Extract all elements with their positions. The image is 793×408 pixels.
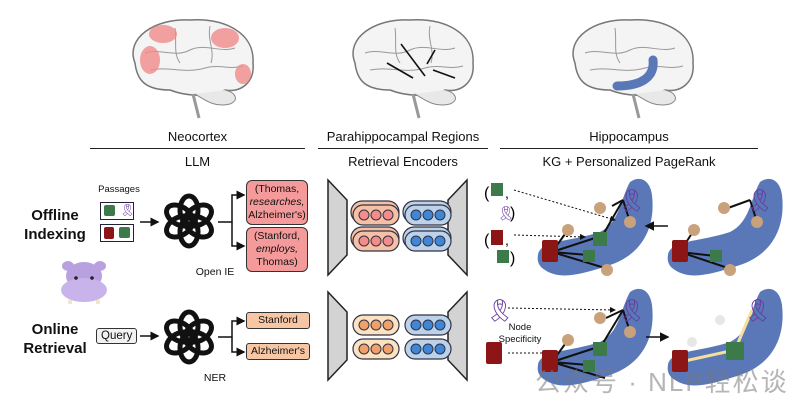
person-icon: [715, 315, 725, 325]
open-ie-label: Open IE: [195, 266, 235, 278]
person-icon: [583, 250, 595, 262]
retrieval-encoders: [327, 178, 468, 382]
svg-text:,: ,: [505, 185, 509, 201]
hippocampus-brain-image: [572, 19, 694, 119]
ner-label: NER: [203, 372, 227, 384]
person-icon: [562, 334, 574, 346]
parahippocampal-header: Parahippocampal Regions: [326, 129, 480, 144]
stanford-icon: [104, 227, 114, 239]
ribbon-icon: 🎗: [618, 188, 646, 213]
svg-text:(: (: [484, 232, 490, 249]
person-icon: [601, 264, 613, 276]
person-icon: [119, 227, 130, 238]
hippocampus-header: Hippocampus: [589, 129, 669, 144]
triple-2-object: Thomas): [256, 256, 298, 268]
parahippocampal-divider: [318, 148, 488, 149]
watermark: 公众号 · NLP轻松谈: [535, 367, 789, 397]
stanford-icon: [672, 350, 688, 372]
stanford-icon: [672, 240, 688, 262]
offline-label-line2: Indexing: [24, 226, 86, 243]
person-icon: [593, 342, 607, 356]
kg-ppr-header: KG + Personalized PageRank: [542, 154, 716, 169]
person-icon: [593, 232, 607, 246]
svg-text:): ): [510, 205, 515, 222]
query-box: Query: [96, 328, 138, 344]
triple-1: (Thomas, researches, Alzheimer's): [246, 180, 308, 225]
person-icon: [491, 183, 503, 196]
ribbon-icon: 🎗: [618, 298, 646, 323]
person-icon: [104, 205, 115, 216]
passage-2: [100, 224, 134, 242]
triple-1-object: Alzheimer's): [248, 209, 306, 221]
triple-1-subject: (Thomas,: [254, 183, 300, 195]
person-icon: [726, 342, 744, 360]
online-label-line2: Retrieval: [23, 340, 87, 357]
parahippocampal-brain-image: [352, 19, 474, 119]
person-icon: [562, 224, 574, 236]
ribbon-icon: 🎗: [120, 203, 136, 217]
svg-text:(: (: [484, 185, 490, 202]
offline-indexing-label: Offline Indexing: [15, 206, 95, 244]
svg-text:): ): [510, 250, 515, 267]
stanford-icon: [542, 240, 558, 262]
ribbon-icon: 🎗: [497, 205, 515, 221]
ribbon-icon: 🎗: [744, 298, 772, 323]
online-retrieval-label: Online Retrieval: [15, 320, 95, 358]
entity-stanford: Stanford: [246, 312, 310, 329]
person-icon: [687, 337, 697, 347]
stanford-icon: [542, 350, 558, 372]
neocortex-divider: [90, 148, 305, 149]
node-specificity-label: Node Specificity: [490, 322, 550, 346]
person-icon: [497, 250, 509, 263]
person-icon: [594, 202, 606, 214]
passages-label: Passages: [98, 184, 140, 195]
person-icon: [751, 216, 763, 228]
ribbon-icon: 🎗: [746, 188, 774, 213]
online-label-line1: Online: [31, 321, 79, 338]
llm-logo-icon: [164, 193, 214, 249]
encoder-input-trapezoid: [327, 178, 348, 277]
svg-text:,: ,: [505, 232, 509, 248]
ribbon-icon: 🎗: [486, 298, 514, 323]
triple-2-subject: (Stanford,: [253, 230, 301, 242]
hippo-mascot-icon: [61, 261, 107, 304]
offline-label-line1: Offline: [31, 207, 79, 224]
neocortex-brain-image: [132, 19, 254, 119]
person-icon: [718, 202, 730, 214]
stanford-icon: [491, 230, 503, 245]
node-specificity-line2: Specificity: [498, 334, 542, 345]
triple-2: (Stanford, employs, Thomas): [246, 227, 308, 272]
llm-header: LLM: [184, 154, 211, 169]
knowledge-graph-panel: ( , 🎗 ) ( , ) 🎗 🎗 🎗: [484, 178, 783, 386]
person-icon: [688, 224, 700, 236]
person-icon: [594, 312, 606, 324]
person-icon: [583, 360, 595, 372]
triple-1-relation: researches,: [249, 196, 305, 208]
kg-blob-online-after: [667, 288, 783, 386]
passage-1: 🎗: [100, 202, 136, 220]
person-icon: [624, 216, 636, 228]
encoder-output-trapezoid: [447, 178, 468, 277]
node-specificity-line1: Node: [508, 322, 532, 333]
llm-logo-icon: [164, 309, 214, 365]
hippocampus-divider: [500, 148, 758, 149]
neocortex-header: Neocortex: [167, 129, 228, 144]
person-icon: [624, 326, 636, 338]
person-icon: [710, 250, 722, 262]
triple-2-relation: employs,: [255, 243, 298, 255]
kg-blob-offline-after: [667, 178, 783, 276]
stanford-icon: [486, 342, 502, 364]
entity-alzheimers: Alzheimer's: [246, 343, 310, 360]
person-icon: [724, 264, 736, 276]
retrieval-encoders-header: Retrieval Encoders: [348, 154, 458, 169]
